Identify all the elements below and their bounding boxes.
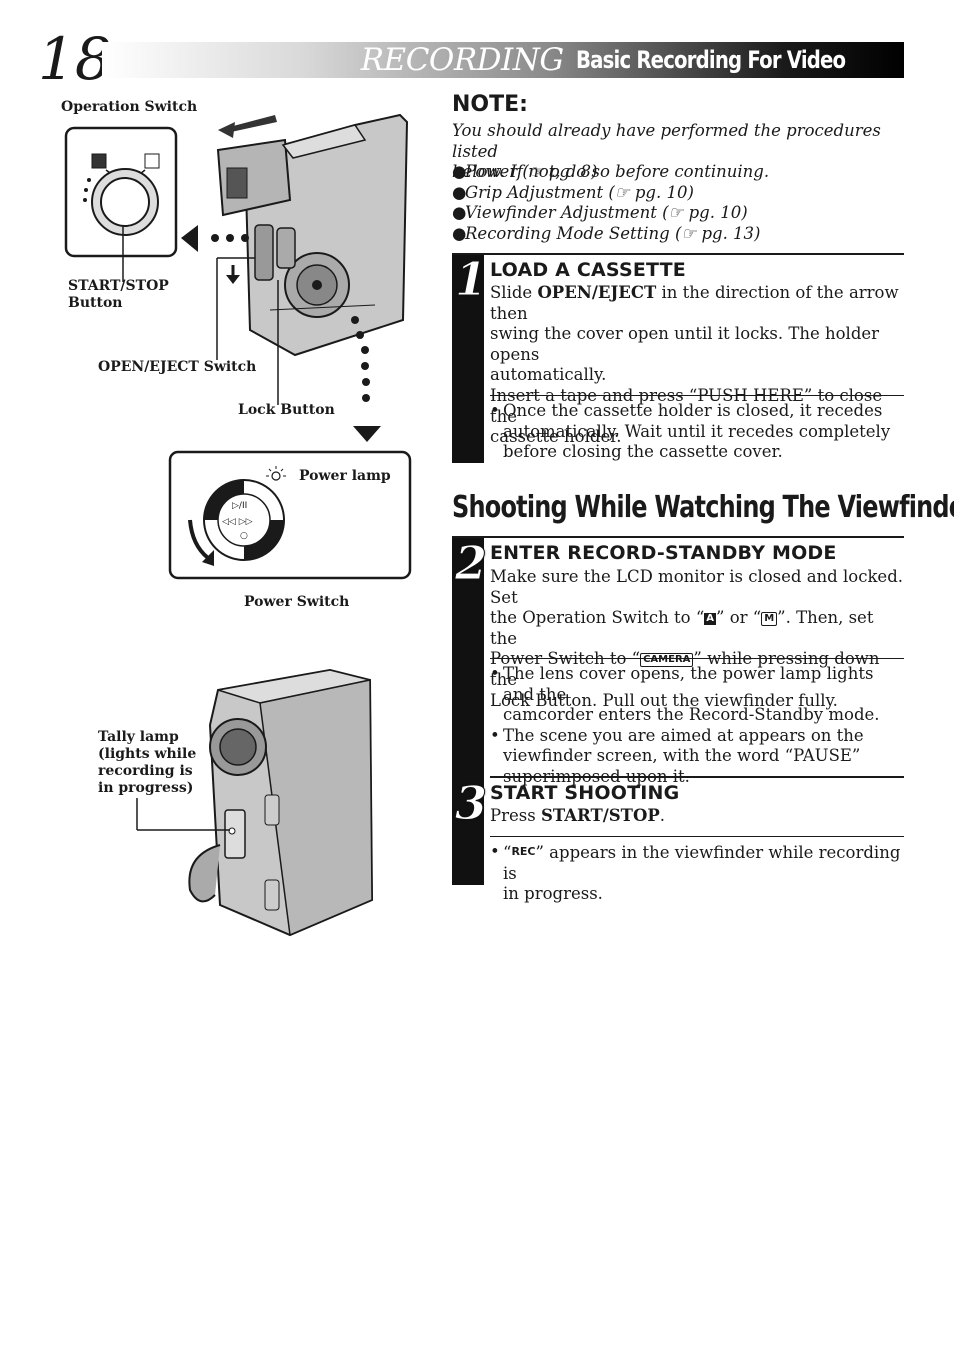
step1-line3: automatically. xyxy=(490,365,607,385)
note-heading: NOTE: xyxy=(452,92,528,117)
label-power-lamp: Power lamp xyxy=(299,468,391,484)
step2-line2: the Operation Switch to “A” or “M”. Then… xyxy=(490,608,874,648)
step2-line4: Lock Button. Pull out the viewfinder ful… xyxy=(490,690,838,710)
label-operation-switch: Operation Switch xyxy=(61,99,198,115)
power-lamp-icon xyxy=(266,466,286,481)
steps-bar xyxy=(452,538,484,885)
label-power-switch: Power Switch xyxy=(244,594,350,610)
label-start-stop-button: START/STOP Button xyxy=(68,278,169,312)
step1-bullet: •Once the cassette holder is closed, it … xyxy=(490,401,891,462)
note-intro-line2: below. If not, do so before continuing. xyxy=(452,162,770,181)
rec-indicator-icon: REC xyxy=(511,845,536,858)
svg-text:○: ○ xyxy=(240,531,248,541)
section-title: RECORDING xyxy=(360,42,564,78)
step2-top-rule xyxy=(452,536,904,538)
step3-press: Press START/STOP. xyxy=(490,806,665,825)
manual-mode-icon: M xyxy=(761,612,778,627)
label-tally-line3: recording is xyxy=(98,763,193,779)
page-subtitle: Basic Recording For Video xyxy=(575,46,846,74)
step2-number: 2 xyxy=(454,536,488,591)
step3-top-rule xyxy=(490,776,904,778)
header-title: RECORDING Basic Recording For Video xyxy=(361,42,904,78)
label-tally-line4: in progress) xyxy=(98,780,194,796)
camcorder-front-illustration xyxy=(136,668,374,937)
step1-line1: Slide OPEN/EJECT in the direction of the… xyxy=(490,283,899,323)
note-list: ●Power (☞ pg. 8) ●Grip Adjustment (☞ pg.… xyxy=(452,162,892,244)
step1-body: Slide OPEN/EJECT in the direction of the… xyxy=(490,283,904,448)
step2-heading: ENTER RECORD-STANDBY MODE xyxy=(490,542,837,564)
label-tally-lamp: Tally lamp (lights while recording is in… xyxy=(98,729,196,797)
power-switch-illustration: ▷/II ◁◁ ▷▷ ○ xyxy=(168,450,412,580)
step1-line2: swing the cover open until it locks. The… xyxy=(490,324,880,364)
page-number: 18 xyxy=(38,25,112,93)
label-tally-line2: (lights while xyxy=(98,746,197,762)
label-start-stop-line1: START/STOP xyxy=(68,278,169,294)
svg-text:▷/II: ▷/II xyxy=(232,501,247,511)
note-item: ●Grip Adjustment (☞ pg. 10) xyxy=(452,182,694,202)
label-open-eject-switch: OPEN/EJECT Switch xyxy=(98,359,257,375)
camera-mode-icon: CAMERA xyxy=(640,653,694,668)
step1-number: 1 xyxy=(454,252,488,307)
label-lock-button: Lock Button xyxy=(238,402,335,418)
step1-bar xyxy=(452,255,484,463)
label-start-stop-line2: Button xyxy=(68,295,123,311)
step3-number: 3 xyxy=(454,776,488,831)
step3-heading: START SHOOTING xyxy=(490,782,680,804)
svg-text:◁◁ ▷▷: ◁◁ ▷▷ xyxy=(222,517,253,527)
section-heading: Shooting While Watching The Viewfinder xyxy=(452,490,954,525)
step2-line1: Make sure the LCD monitor is closed and … xyxy=(490,567,904,607)
step2-divider xyxy=(490,658,904,659)
step1-divider xyxy=(490,395,904,396)
header-bar xyxy=(102,42,904,78)
step1-line5: cassette holder. xyxy=(490,427,622,447)
step2-bullets: •The lens cover opens, the power lamp li… xyxy=(490,664,880,786)
step3-divider xyxy=(490,836,904,837)
step3-bullet: •“REC” appears in the viewfinder while r… xyxy=(490,842,901,904)
note-item: ●Viewfinder Adjustment (☞ pg. 10) xyxy=(452,203,748,222)
auto-mode-icon: A xyxy=(704,613,717,626)
camcorder-top-illustration xyxy=(64,113,409,442)
step1-top-rule xyxy=(452,253,904,255)
label-tally-line1: Tally lamp xyxy=(98,729,179,745)
note-intro-line1: You should already have performed the pr… xyxy=(452,121,881,161)
note-item: ●Recording Mode Setting (☞ pg. 13) xyxy=(452,223,761,243)
note-intro: You should already have performed the pr… xyxy=(452,121,912,183)
note-item: ●Power (☞ pg. 8) xyxy=(452,162,598,181)
step1-heading: LOAD A CASSETTE xyxy=(490,259,686,281)
